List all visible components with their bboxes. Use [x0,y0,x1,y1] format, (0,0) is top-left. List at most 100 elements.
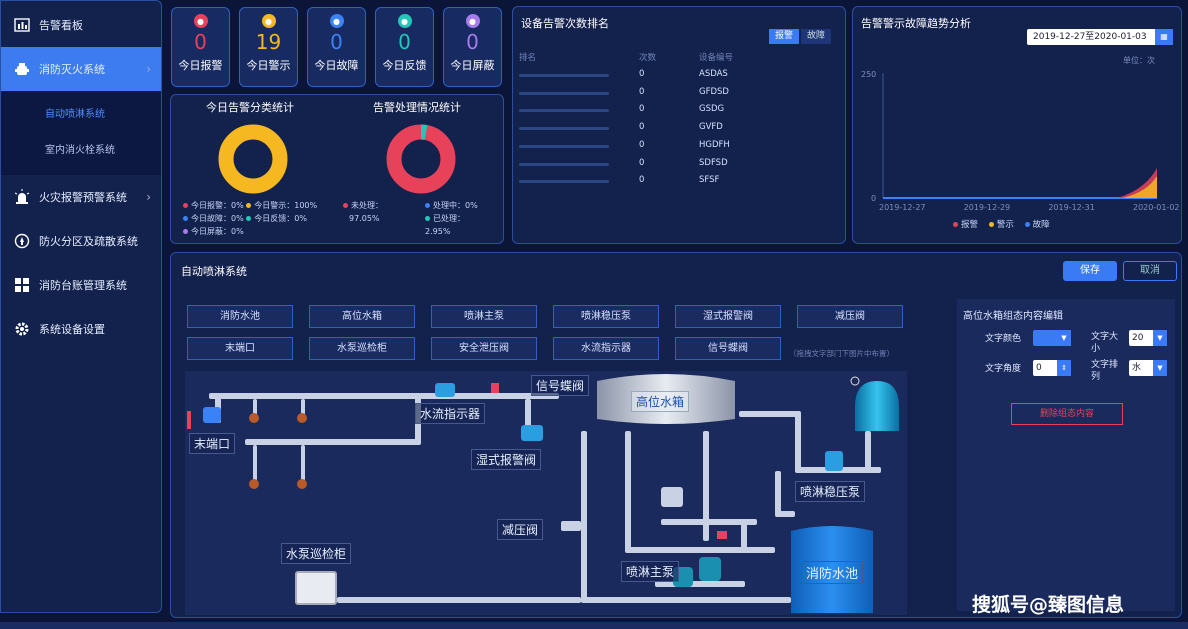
editor-panel: 自动喷淋系统 保存 取消 （拖拽文字部门下图片中布置） [170,252,1182,618]
diagram-canvas[interactable]: 信号蝶阀 高位水箱 水流指示器 末端口 湿式报警阀 喷淋稳压泵 减压阀 水泵巡检… [185,371,907,615]
kpi-label: 今日反馈 [382,59,427,72]
label-stab-pump[interactable]: 喷淋稳压泵 [795,481,866,502]
kpi-value: 0 [330,30,343,54]
rank-row: 0 ASDAS [519,67,839,85]
rank-device: SFSF [699,175,720,186]
trend-panel: 告警警示故障趋势分析 2019-12-27至2020-01-03 ▦ 单位：次 … [852,6,1182,244]
component-button[interactable]: 末端口 [187,337,293,360]
kpi-icon: ● [193,14,208,28]
calendar-icon[interactable]: ▦ [1155,29,1173,45]
label-main-pump[interactable]: 喷淋主泵 [621,561,680,582]
component-button[interactable]: 减压阀 [797,305,903,328]
legend-unhandled: 未处理： [351,201,383,210]
rank-device: HGDFH [699,139,730,150]
cancel-button[interactable]: 取消 [1123,261,1177,281]
component-button[interactable]: 水流指示器 [553,337,659,360]
rank-count: 0 [639,175,645,186]
kpi-card[interactable]: ● 0 今日故障 [307,7,366,87]
grid-icon [13,276,31,294]
component-button[interactable]: 喷淋主泵 [431,305,537,328]
kpi-value: 0 [398,30,411,54]
nav-item-fire-alarm[interactable]: 火灾报警预警系统 › [1,175,161,219]
nav-label: 消防灭火系统 [39,63,105,76]
rank-bar [519,91,609,95]
text-order-select[interactable]: 水▼ [1129,360,1167,376]
label-flow-indicator[interactable]: 水流指示器 [415,403,486,424]
component-button[interactable]: 安全泄压阀 [431,337,537,360]
watermark: 搜狐号@臻图信息 [972,594,1125,616]
rank-device: SDFSD [699,157,728,168]
text-color-select[interactable]: ▼ [1033,330,1071,346]
kpi-card[interactable]: ● 0 今日报警 [171,7,230,87]
chevron-down-icon: ▼ [1153,330,1167,346]
kpi-card[interactable]: ● 0 今日反馈 [375,7,434,87]
header-device: 设备编号 [699,53,734,63]
sub-item-indoor-hydrant[interactable]: 室内消火栓系统 [45,145,115,156]
legend-fault: 故障 [1032,220,1050,230]
label-cabinet[interactable]: 水泵巡检柜 [281,543,352,564]
rank-count: 0 [639,139,645,150]
label-wet-valve[interactable]: 湿式报警阀 [471,449,542,470]
header-count: 次数 [639,53,657,63]
text-order-label: 文字排列 [1091,360,1119,382]
kpi-label: 今日故障 [314,59,359,72]
xtick-label: 2020-01-02 [1133,203,1180,212]
nav-item-alarm-board[interactable]: 告警看板 [1,3,161,47]
text-size-select[interactable]: 20▼ [1129,330,1167,346]
nav-item-device-settings[interactable]: 系统设备设置 [1,307,161,351]
kpi-icon: ● [397,14,412,28]
handling-legend-b: 处理中：0% 已处理： 2.95% [425,199,478,238]
component-button[interactable]: 喷淋稳压泵 [553,305,659,328]
nav-item-ledger[interactable]: 消防台账管理系统 [1,263,161,307]
rank-row: 0 SDFSD [519,156,839,174]
label-end-port[interactable]: 末端口 [189,433,236,454]
component-button[interactable]: 高位水箱 [309,305,415,328]
tab-fault[interactable]: 故障 [801,29,831,44]
delete-config-button[interactable]: 删除组态内容 [1011,403,1123,425]
chevron-down-icon: ▼ [1057,330,1071,346]
xtick-label: 2019-12-27 [879,203,926,212]
tab-alarm[interactable]: 报警 [769,29,799,44]
chevron-right-icon: › [146,62,151,76]
save-button[interactable]: 保存 [1063,261,1117,281]
series-area-warning [1123,176,1157,198]
component-button[interactable]: 湿式报警阀 [675,305,781,328]
legend-alarm: 报警 [961,220,979,230]
legend-fault: 今日故障：0% [191,214,244,223]
nav-item-fire-zone[interactable]: 防火分区及疏散系统 [1,219,161,263]
header-rank: 排名 [519,53,537,63]
nav-item-fire-extinguish[interactable]: 消防灭火系统 › [1,47,161,91]
editor-title: 自动喷淋系统 [181,265,247,278]
rank-row: 0 HGDFH [519,138,839,156]
label-pool[interactable]: 消防水池 [801,561,864,584]
date-range-text: 2019-12-27至2020-01-03 [1033,32,1147,42]
rank-bar [519,74,609,77]
rank-row: 0 GVFD [519,120,839,138]
label-tank[interactable]: 高位水箱 [631,391,690,412]
component-button[interactable]: 水泵巡检柜 [309,337,415,360]
kpi-label: 今日屏蔽 [450,59,495,72]
rank-row: 0 GFDSD [519,85,839,103]
text-angle-label: 文字角度 [985,364,1022,374]
kpi-card[interactable]: ● 0 今日屏蔽 [443,7,502,87]
kpi-label: 今日警示 [246,59,291,72]
pool-graphic [791,526,873,613]
rank-bar [519,162,609,166]
handling-donut [386,124,456,194]
ranking-panel: 设备告警次数排名 报警 故障 排名 次数 设备编号 0 ASDAS 0 GFDS… [512,6,846,244]
props-title: 高位水箱组态内容编辑 [963,311,1063,322]
label-signal-valve[interactable]: 信号蝶阀 [531,375,590,396]
rank-device: GSDG [699,104,725,115]
kpi-card[interactable]: ● 19 今日警示 [239,7,298,87]
kpi-value: 19 [255,30,282,54]
date-range-picker[interactable]: 2019-12-27至2020-01-03 ▦ [1027,29,1173,45]
text-angle-stepper[interactable]: 0⇕ [1033,360,1071,376]
nav-label: 系统设备设置 [39,323,105,336]
component-button[interactable]: 信号蝶阀 [675,337,781,360]
label-reducer[interactable]: 减压阀 [497,519,544,540]
stepper-arrows-icon[interactable]: ⇕ [1057,360,1071,376]
sub-item-auto-sprinkler[interactable]: 自动喷淋系统 [45,109,105,120]
submenu: 自动喷淋系统 室内消火栓系统 [1,91,161,175]
handling-legend-a: 未处理： 97.05% [343,199,383,225]
component-button[interactable]: 消防水池 [187,305,293,328]
